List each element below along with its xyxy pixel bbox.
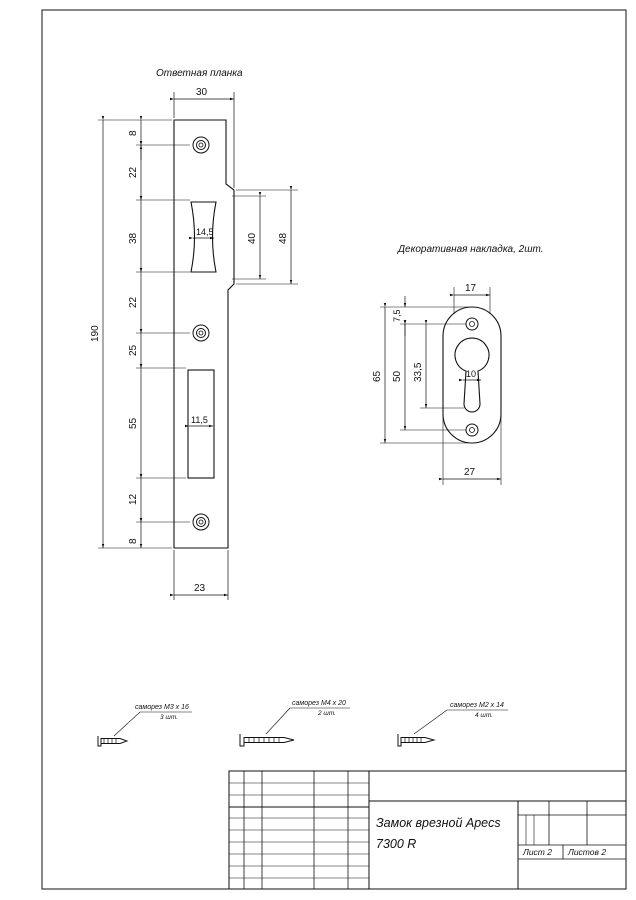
escutcheon-title: Декоративная накладка, 2шт. [397,244,544,255]
screw-m4-qty: 2 шт. [317,710,336,717]
dim-8-top: 8 [128,130,139,136]
dim-38: 38 [128,232,139,244]
strike-plate-title: Ответная планка [156,68,243,79]
latch-opening [190,201,217,273]
screw-m2-qty: 4 шт. [475,712,493,719]
dim-escutcheon-33-5: 33,5 [413,362,424,382]
title-block: Замок врезной Apecs 7300 R Лист 2 Листов… [228,770,627,890]
cylinder-cutout [454,337,490,413]
dim-lip-outer: 48 [278,232,289,244]
title-block-sheets-label: Листов 2 [567,847,606,857]
screw-m3-label: саморез М3 х 16 [135,704,189,711]
latch-width-label: 14,5 [196,227,214,237]
dim-22-b: 22 [128,296,139,308]
title-block-name-line2: 7300 R [376,837,416,851]
title-block-sheet-label: Лист 2 [522,847,552,857]
dim-escutcheon-top-width: 17 [465,283,477,294]
dim-escutcheon-65: 65 [372,370,383,382]
dim-escutcheon-top-offset: 7,5 [392,309,402,322]
dim-cylinder-width: 10 [466,369,476,379]
screw-hole-middle [192,324,210,342]
escutcheon-outline [442,306,502,444]
strike-plate-outline [173,119,235,549]
dim-55: 55 [128,417,139,429]
dim-top-width: 30 [196,87,208,98]
escutcheon-hole-bottom [465,423,479,437]
screw-m4-label: саморез М4 х 20 [292,700,346,707]
dim-12: 12 [128,493,139,505]
bolt-opening [187,369,215,479]
screw-hole-top [192,136,210,154]
strike-plate-drawing: Ответная планка 14,5 11,5 [90,68,298,600]
screw-m2-label: саморез М2 х 14 [450,702,504,709]
dim-bottom-width: 23 [194,583,206,594]
dim-25: 25 [128,344,139,356]
escutcheon-drawing: Декоративная накладка, 2шт. 10 17 27 [372,244,544,485]
bolt-width-label: 11,5 [191,415,208,425]
dim-overall-height: 190 [90,325,101,342]
dim-22-a: 22 [128,166,139,178]
screw-m2: саморез М2 х 14 4 шт. [397,702,508,747]
escutcheon-hole-top [465,317,479,331]
title-block-name-line1: Замок врезной Apecs [376,816,501,830]
dim-8-bottom: 8 [128,538,139,544]
screw-m3: саморез М3 х 16 3 шт. [97,704,192,747]
dim-lip-inner: 40 [247,232,258,244]
screw-m4: саморез М4 х 20 2 шт. [239,700,350,747]
screw-hole-bottom [192,513,210,531]
dim-escutcheon-bottom-width: 27 [464,467,476,478]
dim-escutcheon-50: 50 [392,370,403,382]
sheet-frame [41,9,627,890]
screw-m3-qty: 3 шт. [160,714,178,721]
